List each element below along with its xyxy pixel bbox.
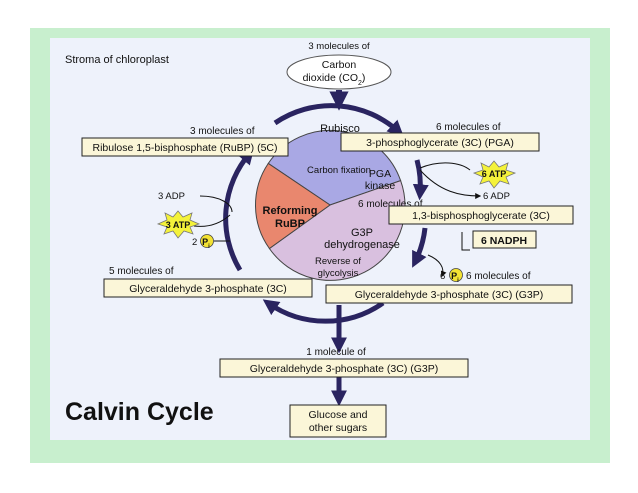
rubp-box (81, 137, 289, 157)
reverse-glycolysis-line2: glycolysis (318, 268, 359, 279)
sugars-box (289, 404, 387, 438)
g3p-right-box (325, 284, 573, 304)
sugars-line2: other sugars (309, 422, 367, 434)
output-count-label: 1 molecule of (306, 347, 366, 358)
pi-left-circle (200, 234, 214, 248)
adp-right-loop (419, 169, 482, 199)
output-g3p-box (219, 358, 469, 378)
bpg-count-label: 6 molecules of (358, 199, 423, 210)
rubp-box-label: Ribulose 1,5-bisphosphate (RuBP) (5C) (92, 142, 277, 154)
co2-count-label: 3 molecules of (308, 41, 370, 52)
co2-name-line2: dioxide (CO2) (303, 72, 366, 87)
adp-left-label: 3 ADP (158, 191, 185, 202)
diagram-title: Calvin Cycle (65, 398, 214, 426)
pi-right-count: 6 (440, 271, 445, 282)
atp-right-burst (472, 160, 517, 189)
cycle-arrow-bottom (262, 299, 385, 324)
nadph-loop (461, 232, 470, 251)
pga-box (340, 132, 540, 152)
rubisco-label: Rubisco (320, 123, 360, 135)
co2-name-line1: Carbon (322, 59, 357, 71)
pi-left-count: 2 (192, 237, 197, 248)
reforming-rubp-line1: Reforming (263, 205, 318, 217)
adp-left-loop (199, 195, 233, 213)
rubp-count-label: 3 molecules of (190, 126, 255, 137)
atp-left-loop (193, 214, 231, 227)
pga-box-label: 3-phosphoglycerate (3C) (PGA) (366, 137, 514, 149)
atp-right-loop (419, 162, 471, 171)
cycle-arrow-top (273, 103, 404, 137)
regeneration-sector (255, 162, 331, 250)
g3p-right-box-label: Glyceraldehyde 3-phosphate (3C) (G3P) (355, 289, 544, 301)
g3p-left-count-label: 5 molecules of (109, 266, 174, 277)
g3p-left-box-label: Glyceraldehyde 3-phosphate (3C) (129, 283, 287, 295)
cycle-arrow-right (412, 159, 429, 201)
bpg-box (388, 205, 574, 225)
bpg-box-label: 1,3-bisphosphoglycerate (3C) (412, 210, 550, 222)
cycle-arrow-lower-right (412, 227, 428, 268)
atp-left-label: 3 ATP (166, 220, 191, 230)
pi-left-symbol: Pi (202, 237, 210, 250)
atp-left-burst (156, 210, 201, 239)
cycle-arrow-left (223, 148, 255, 272)
sugars-line1: Glucose and (309, 409, 368, 421)
atp-right-label: 6 ATP (482, 169, 507, 179)
stroma-label: Stroma of chloroplast (65, 54, 169, 66)
nadph-box (472, 230, 537, 249)
co2-ellipse (286, 54, 392, 90)
pi-right-symbol: Pi (451, 271, 459, 284)
nadph-box-label: 6 NADPH (481, 235, 527, 247)
pi-right-loop (427, 254, 447, 278)
g3p-dehydrogenase-line1: G3P (351, 227, 373, 239)
pga-count-label: 6 molecules of (436, 122, 501, 133)
reverse-glycolysis-line1: Reverse of (315, 256, 361, 267)
carbon-fixation-label: Carbon fixation (307, 165, 371, 176)
pga-kinase-label-line1: PGA (369, 168, 391, 180)
g3p-dehydrogenase-line2: dehydrogenase (324, 239, 400, 251)
g3p-right-count-label: 6 molecules of (466, 271, 531, 282)
reforming-rubp-line2: RuBP (275, 218, 305, 230)
pga-kinase-label-line2: kinase (365, 180, 396, 192)
pi-right-circle (449, 268, 463, 282)
output-g3p-box-label: Glyceraldehyde 3-phosphate (3C) (G3P) (250, 363, 439, 375)
adp-right-label: 6 ADP (483, 191, 510, 202)
g3p-left-box (103, 278, 313, 298)
